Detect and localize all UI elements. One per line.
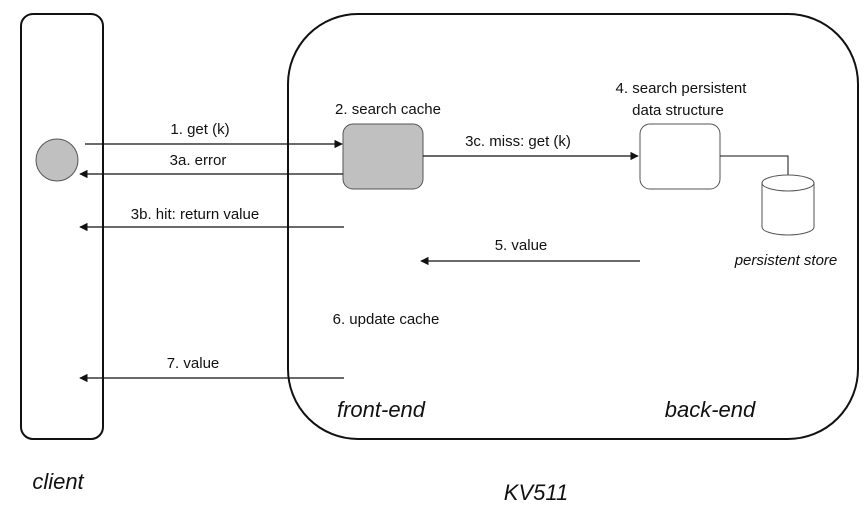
label-kv511: KV511 (504, 480, 568, 505)
persistent-store-cylinder (761, 174, 815, 236)
label-step-6: 6. update cache (333, 311, 440, 328)
client-node (35, 138, 79, 182)
label-step-3c: 3c. miss: get (k) (465, 133, 571, 150)
label-step-7: 7. value (167, 355, 220, 372)
label-persistent-store: persistent store (734, 252, 838, 269)
label-step-2: 2. search cache (335, 101, 441, 118)
label-front-end: front-end (337, 397, 426, 422)
label-step-5: 5. value (495, 237, 548, 254)
label-step-4-line2: data structure (632, 102, 724, 119)
label-step-3a: 3a. error (170, 152, 227, 169)
cache-box (342, 123, 424, 190)
label-step-1: 1. get (k) (170, 121, 229, 138)
label-step-4-line1: 4. search persistent (616, 80, 748, 97)
store-connector (720, 155, 789, 176)
persistent-structure-box (639, 123, 721, 190)
label-client: client (32, 469, 84, 494)
label-back-end: back-end (665, 397, 756, 422)
label-step-3b: 3b. hit: return value (131, 206, 259, 223)
